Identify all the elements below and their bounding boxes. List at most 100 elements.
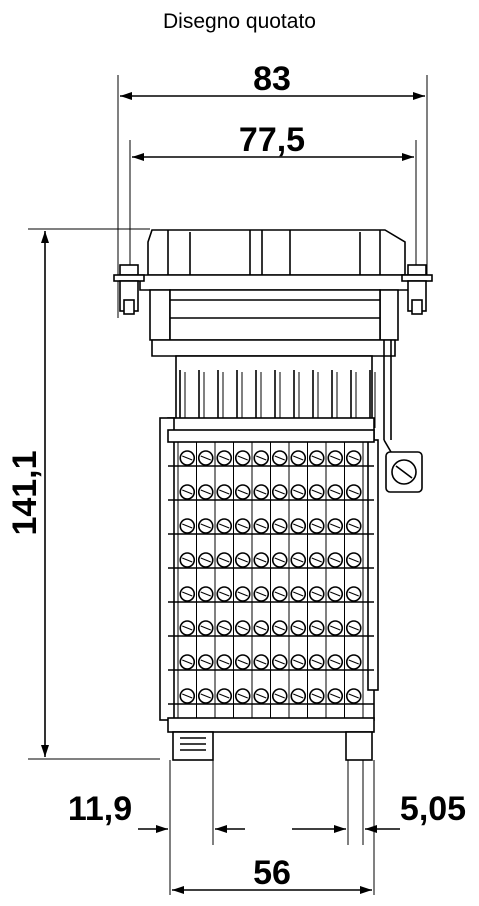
- terminal-screw-slot: [237, 455, 248, 461]
- terminal-screw-slot: [200, 659, 211, 665]
- terminal-screw-slot: [274, 557, 285, 563]
- terminal-screw-slot: [348, 659, 359, 665]
- terminal-screw-slot: [293, 693, 304, 699]
- terminal-screw-slot: [237, 557, 248, 563]
- dimension-label-56: 56: [253, 854, 291, 892]
- terminal-screw-slot: [256, 625, 267, 631]
- terminal-screw-slot: [219, 489, 230, 495]
- terminal-screw-slot: [293, 625, 304, 631]
- terminal-screw-slot: [330, 557, 341, 563]
- terminal-screw-slot: [293, 557, 304, 563]
- mounting-screw-right: [401, 264, 433, 315]
- terminal-screw-slot: [274, 591, 285, 597]
- terminal-screw-slot: [182, 489, 193, 495]
- terminal-screw-slot: [311, 625, 322, 631]
- terminal-screw-slot: [311, 693, 322, 699]
- terminal-screw-slot: [219, 625, 230, 631]
- terminal-screw-slot: [348, 455, 359, 461]
- locking-bracket-right: [379, 289, 399, 341]
- terminal-screw-slot: [293, 659, 304, 665]
- dimension-label-5-05: 5,05: [400, 790, 466, 828]
- terminal-screw-slot: [182, 625, 193, 631]
- dimension-label-141-1: 141,1: [6, 450, 44, 535]
- terminal-screw-slot: [200, 625, 211, 631]
- terminal-screw-slot: [200, 455, 211, 461]
- terminal-screw-slot: [348, 523, 359, 529]
- terminal-screw-slot: [330, 625, 341, 631]
- frame-body: [169, 289, 381, 341]
- terminal-screw-slot: [256, 659, 267, 665]
- terminal-screw-slot: [330, 659, 341, 665]
- terminal-screw-slot: [256, 557, 267, 563]
- terminal-screw-slot: [330, 489, 341, 495]
- dimension-height: 141,1: [6, 228, 160, 760]
- terminal-screw-slot: [237, 489, 248, 495]
- terminal-screw-slot: [330, 693, 341, 699]
- terminal-screw-slot: [348, 591, 359, 597]
- terminal-screw-slot: [293, 523, 304, 529]
- connector-module: [113, 229, 433, 761]
- terminal-block-foot: [167, 717, 375, 733]
- terminal-screw-slot: [200, 693, 211, 699]
- dimension-label-83: 83: [253, 60, 291, 98]
- terminal-screw-slot: [182, 523, 193, 529]
- terminal-screw-slot: [200, 591, 211, 597]
- mounting-screw-left: [113, 264, 145, 315]
- terminal-screw-slot: [330, 455, 341, 461]
- dimension-left-offset: 11,9: [68, 760, 245, 895]
- terminal-screw-slot: [274, 489, 285, 495]
- terminal-screw-slot: [182, 557, 193, 563]
- terminal-screw-slot: [256, 523, 267, 529]
- terminal-screw-slot: [219, 659, 230, 665]
- terminal-screw-slot: [330, 523, 341, 529]
- terminal-screw-slot: [293, 489, 304, 495]
- terminal-screw-slot: [256, 693, 267, 699]
- terminal-grid: [167, 429, 375, 718]
- contact-insert: [175, 355, 373, 429]
- terminal-screw-slot: [237, 591, 248, 597]
- terminal-screw-slot: [348, 557, 359, 563]
- dimension-label-77-5: 77,5: [239, 121, 305, 159]
- hood-housing: [147, 229, 406, 276]
- terminal-screw-slot: [182, 693, 193, 699]
- drawing-title: Disegno quotato: [163, 10, 316, 33]
- dimension-overall-width: 83: [117, 60, 428, 318]
- terminal-screw-slot: [311, 523, 322, 529]
- terminal-screw-slot: [237, 693, 248, 699]
- terminal-screw-slot: [200, 489, 211, 495]
- terminal-screw-slot: [219, 693, 230, 699]
- terminal-screw-slot: [200, 523, 211, 529]
- locking-bracket-left: [149, 289, 171, 341]
- terminal-screw-slot: [237, 659, 248, 665]
- dimension-base-width: 56: [172, 854, 372, 894]
- terminal-screw-slot: [274, 455, 285, 461]
- locking-frame-top: [139, 274, 411, 291]
- terminal-screw-slot: [182, 659, 193, 665]
- terminal-screw-slot: [293, 455, 304, 461]
- terminal-screw-slot: [200, 557, 211, 563]
- terminal-screw-slot: [256, 591, 267, 597]
- ground-screw: [385, 451, 423, 493]
- terminal-screw-slot: [348, 625, 359, 631]
- dimension-mounting-width: 77,5: [129, 121, 417, 268]
- terminal-top-band: [167, 429, 375, 443]
- terminal-screw-slot: [311, 455, 322, 461]
- terminal-screw-slot: [256, 489, 267, 495]
- terminal-screw-slot: [311, 659, 322, 665]
- terminal-screw-slot: [274, 693, 285, 699]
- terminal-screw-slot: [219, 523, 230, 529]
- terminal-screw-slot: [237, 523, 248, 529]
- terminal-screw-slot: [274, 625, 285, 631]
- terminal-screw-slot: [330, 591, 341, 597]
- terminal-screw-slot: [182, 455, 193, 461]
- terminal-screw-slot: [256, 455, 267, 461]
- dimension-label-11-9: 11,9: [68, 790, 132, 828]
- terminal-block-side-left: [159, 417, 175, 721]
- terminal-screw-slot: [311, 557, 322, 563]
- terminal-block-side-right: [367, 439, 379, 691]
- terminal-screw-slot: [348, 693, 359, 699]
- terminal-screw-slot: [237, 625, 248, 631]
- din-rail-clip: [172, 731, 214, 761]
- dimension-right-offset: 5,05: [292, 760, 466, 895]
- terminal-screw-slot: [348, 489, 359, 495]
